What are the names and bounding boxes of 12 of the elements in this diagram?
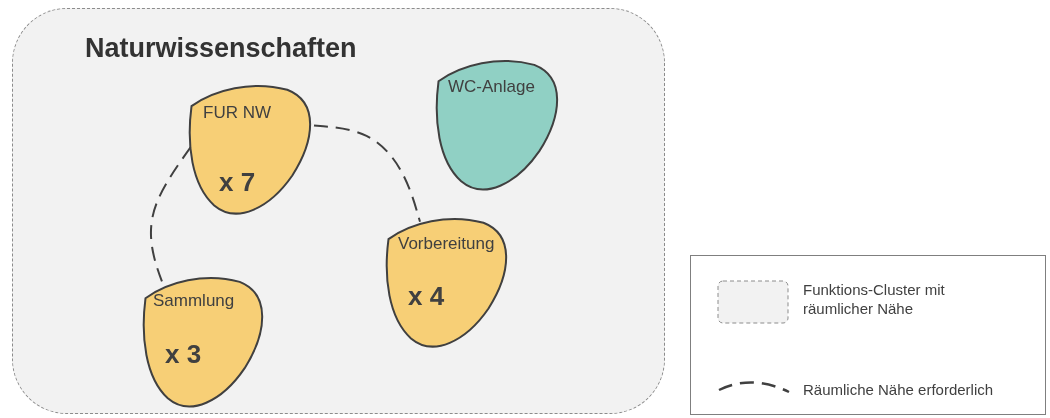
count-label: x 4 [408,281,445,312]
area-label: Vorbereitung [398,234,495,254]
area-label: WC-Anlage [448,77,535,97]
area-label: FUR NW [203,103,271,123]
cluster-heading: Naturwissenschaften [85,33,357,64]
count-label: x 7 [219,167,256,198]
legend-text: Räumliche Nähe erforderlich [803,380,995,399]
count-label: x 3 [165,339,202,370]
legend-text: Funktions-Cluster mit räumlicher Nähe [803,280,946,318]
area-label: Sammlung [153,291,235,311]
dashed-connector [313,124,421,223]
cluster-area [12,8,665,414]
